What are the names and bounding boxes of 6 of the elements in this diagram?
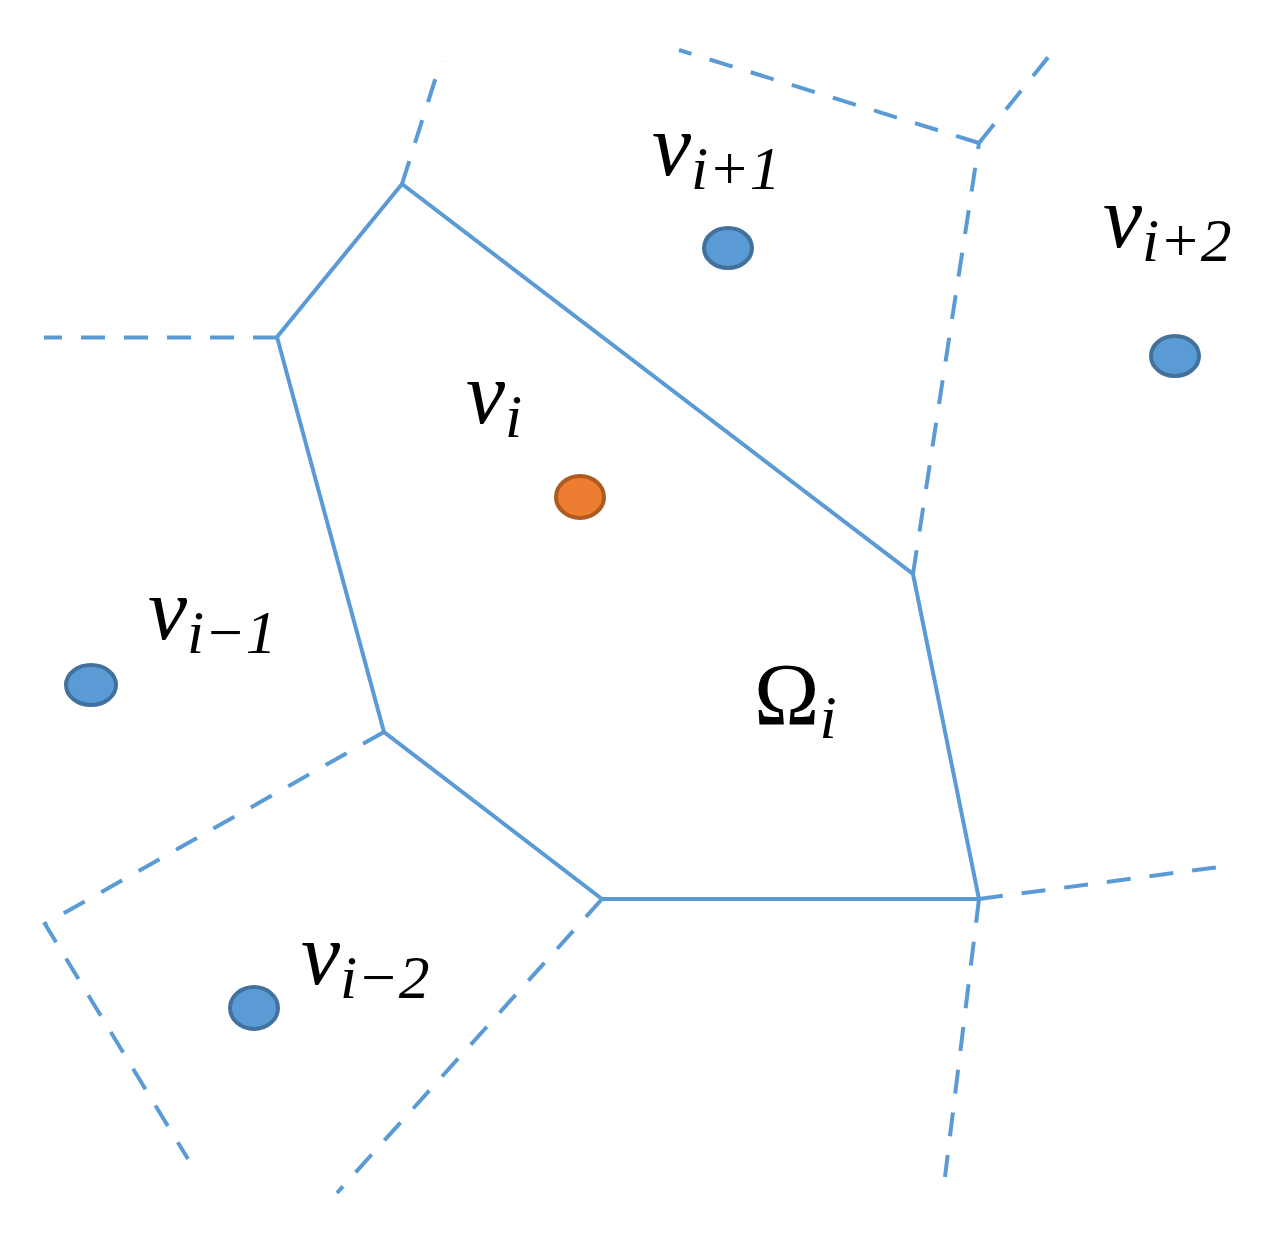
point-label: v$_{i+1}$ (652, 102, 781, 190)
cell-label: Ω$_{i}$ (754, 651, 837, 739)
point-label: v$_{i}$ (466, 350, 523, 438)
point-label: v$_{i−1}$ (148, 566, 277, 654)
point-label: v$_{i−2}$ (301, 911, 430, 999)
point-label: v$_{i+2}$ (1103, 174, 1232, 262)
